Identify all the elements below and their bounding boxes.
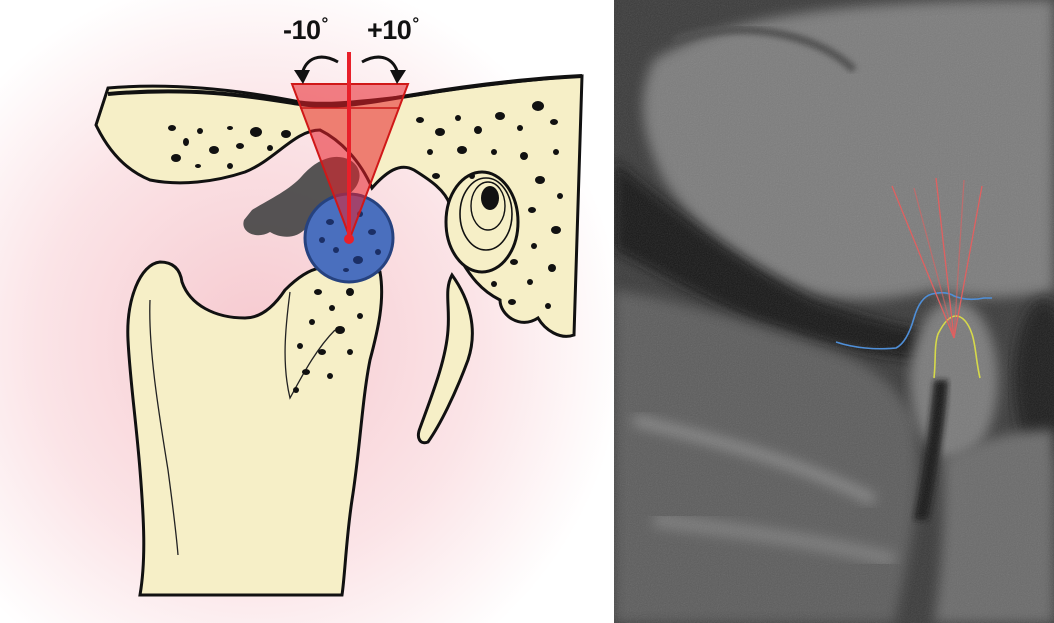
degree-symbol: ° (322, 14, 328, 33)
ear-canal (446, 172, 518, 272)
angle-plus-value: +10 (367, 15, 411, 45)
tmj-diagram (0, 0, 612, 623)
angle-label-minus: -10° (283, 14, 328, 46)
tmj-diagram-panel: -10° +10° (0, 0, 612, 623)
condyle-center-point (344, 234, 354, 244)
degree-symbol: ° (412, 14, 418, 33)
angle-label-plus: +10° (367, 14, 419, 46)
mri-image (614, 0, 1054, 623)
mri-panel (614, 0, 1054, 623)
angle-minus-value: -10 (283, 15, 321, 45)
mri-noise (614, 0, 1054, 623)
